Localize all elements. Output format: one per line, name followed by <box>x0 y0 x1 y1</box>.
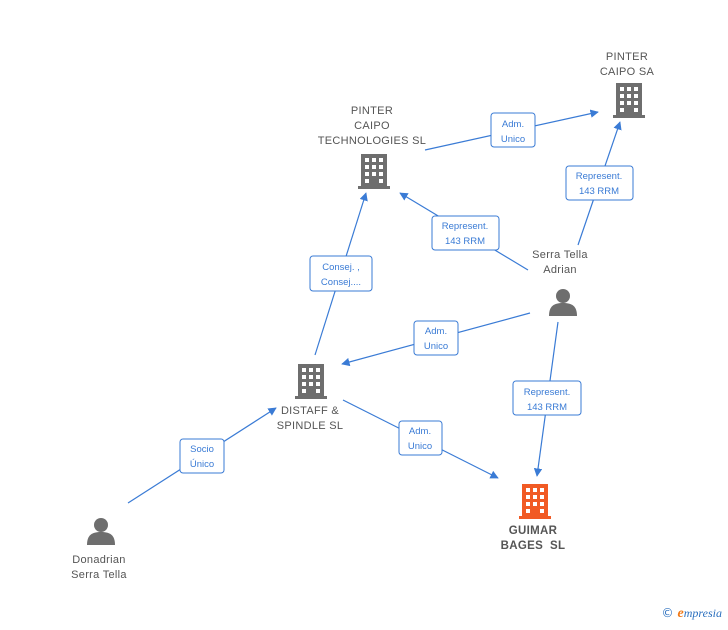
edge-label-adrian-to-tech: Represent. 143 RRM <box>431 215 500 251</box>
svg-text:Represent.: Represent. <box>442 221 488 232</box>
node-donadrian-serra-tella[interactable]: Donadrian Serra Tella <box>71 518 127 581</box>
building-icon <box>295 364 327 399</box>
svg-text:Socio: Socio <box>190 444 214 455</box>
svg-text:Represent.: Represent. <box>576 171 622 182</box>
svg-text:Consej....: Consej.... <box>321 277 361 288</box>
person-icon <box>87 518 115 545</box>
svg-text:PINTER: PINTER <box>606 51 648 63</box>
edge-label-tech-to-sa: Adm. Unico <box>490 112 536 148</box>
edge-label-adrian-to-guimar: Represent. 143 RRM <box>512 380 582 416</box>
svg-text:TECHNOLOGIES SL: TECHNOLOGIES SL <box>318 135 426 147</box>
svg-text:Represent.: Represent. <box>524 387 570 398</box>
node-guimar-bages[interactable]: GUIMAR BAGES SL <box>501 484 566 552</box>
node-pinter-caipo-technologies[interactable]: PINTER CAIPO TECHNOLOGIES SL <box>318 105 426 189</box>
empresia-logo[interactable]: ©empresia <box>662 606 722 622</box>
building-icon <box>613 83 645 118</box>
svg-text:Adm.: Adm. <box>409 426 431 437</box>
svg-text:Adrian: Adrian <box>543 264 577 276</box>
svg-text:BAGES SL: BAGES SL <box>501 540 566 552</box>
svg-text:DISTAFF &: DISTAFF & <box>281 405 339 417</box>
svg-text:Serra Tella: Serra Tella <box>71 569 127 581</box>
person-icon <box>549 289 577 316</box>
node-distaff-spindle[interactable]: DISTAFF & SPINDLE SL <box>277 364 344 432</box>
logo-initial: e <box>677 606 684 621</box>
svg-text:Unico: Unico <box>501 134 525 145</box>
edge-label-distaff-to-guimar: Adm. Unico <box>398 420 443 456</box>
svg-text:Unico: Unico <box>408 441 432 452</box>
svg-text:Unico: Unico <box>424 341 448 352</box>
svg-text:143 RRM: 143 RRM <box>527 402 567 413</box>
edge-label-distaff-to-tech: Consej. , Consej.... <box>309 255 373 292</box>
svg-text:Donadrian: Donadrian <box>72 554 125 566</box>
svg-text:Adm.: Adm. <box>425 326 447 337</box>
svg-text:143 RRM: 143 RRM <box>579 186 619 197</box>
copyright-symbol: © <box>661 606 674 620</box>
svg-text:Serra Tella: Serra Tella <box>532 249 588 261</box>
svg-text:CAIPO: CAIPO <box>354 120 390 132</box>
svg-text:Consej. ,: Consej. , <box>322 262 360 273</box>
svg-text:Adm.: Adm. <box>502 119 524 130</box>
building-icon <box>519 484 551 519</box>
edge-label-donadrian-to-distaff: Socio Único <box>179 438 225 474</box>
svg-text:CAIPO SA: CAIPO SA <box>600 66 655 78</box>
logo-text: mpresia <box>683 606 722 620</box>
svg-text:143 RRM: 143 RRM <box>445 236 485 247</box>
svg-text:GUIMAR: GUIMAR <box>509 525 558 537</box>
edge-label-adrian-to-sa: Represent. 143 RRM <box>565 165 634 201</box>
edge-label-adrian-to-distaff: Adm. Unico <box>413 320 459 356</box>
node-pinter-caipo-sa[interactable]: PINTER CAIPO SA <box>600 51 655 118</box>
svg-text:PINTER: PINTER <box>351 105 393 117</box>
node-serra-tella-adrian[interactable]: Serra Tella Adrian <box>532 249 588 316</box>
building-icon <box>358 154 390 189</box>
svg-text:Único: Único <box>190 459 214 470</box>
svg-text:SPINDLE SL: SPINDLE SL <box>277 420 344 432</box>
